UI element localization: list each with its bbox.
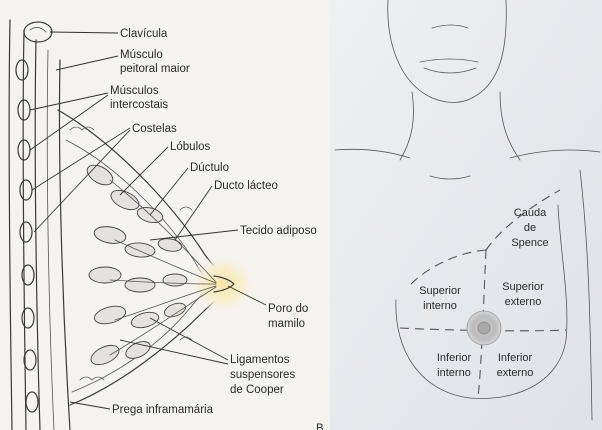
label-inferior-externo-1: Inferior xyxy=(498,352,533,364)
label-superior-interno-2: interno xyxy=(423,300,457,312)
label-ligamentos-1: Ligamentos xyxy=(230,354,290,366)
nipple-frontal xyxy=(478,322,490,334)
label-peitoral-2: peitoral maior xyxy=(120,63,190,75)
label-ligamentos-3: de Cooper xyxy=(230,384,284,396)
label-superior-interno-1: Superior xyxy=(419,285,461,297)
panel-letter: B xyxy=(316,423,324,430)
label-inferior-interno-2: interno xyxy=(437,367,471,379)
label-ligamentos-2: suspensores xyxy=(230,369,295,381)
label-lobulos: Lóbulos xyxy=(170,141,211,153)
label-superior-externo-1: Superior xyxy=(502,281,544,293)
label-prega: Prega inframamária xyxy=(112,404,214,416)
label-intercostais-2: intercostais xyxy=(110,99,168,111)
label-inferior-externo-2: externo xyxy=(497,367,534,379)
label-cauda-2: de xyxy=(524,222,536,234)
label-superior-externo-2: externo xyxy=(505,296,542,308)
label-inferior-interno-1: Inferior xyxy=(437,352,472,364)
label-poro-2: mamilo xyxy=(268,318,305,330)
label-ducto-lacteo: Ducto lácteo xyxy=(214,180,278,192)
label-intercostais-1: Músculos xyxy=(110,85,159,97)
label-peitoral-1: Músculo xyxy=(120,49,163,61)
label-clavicula: Clavícula xyxy=(120,28,168,40)
label-cauda-1: Cauda xyxy=(514,207,547,219)
right-panel-background xyxy=(330,0,602,430)
label-poro-1: Poro do xyxy=(268,303,308,315)
label-ductulo: Dúctulo xyxy=(190,162,229,174)
label-costelas: Costelas xyxy=(132,123,177,135)
label-cauda-3: Spence xyxy=(511,237,548,249)
label-tecido-adiposo: Tecido adiposo xyxy=(240,225,317,237)
